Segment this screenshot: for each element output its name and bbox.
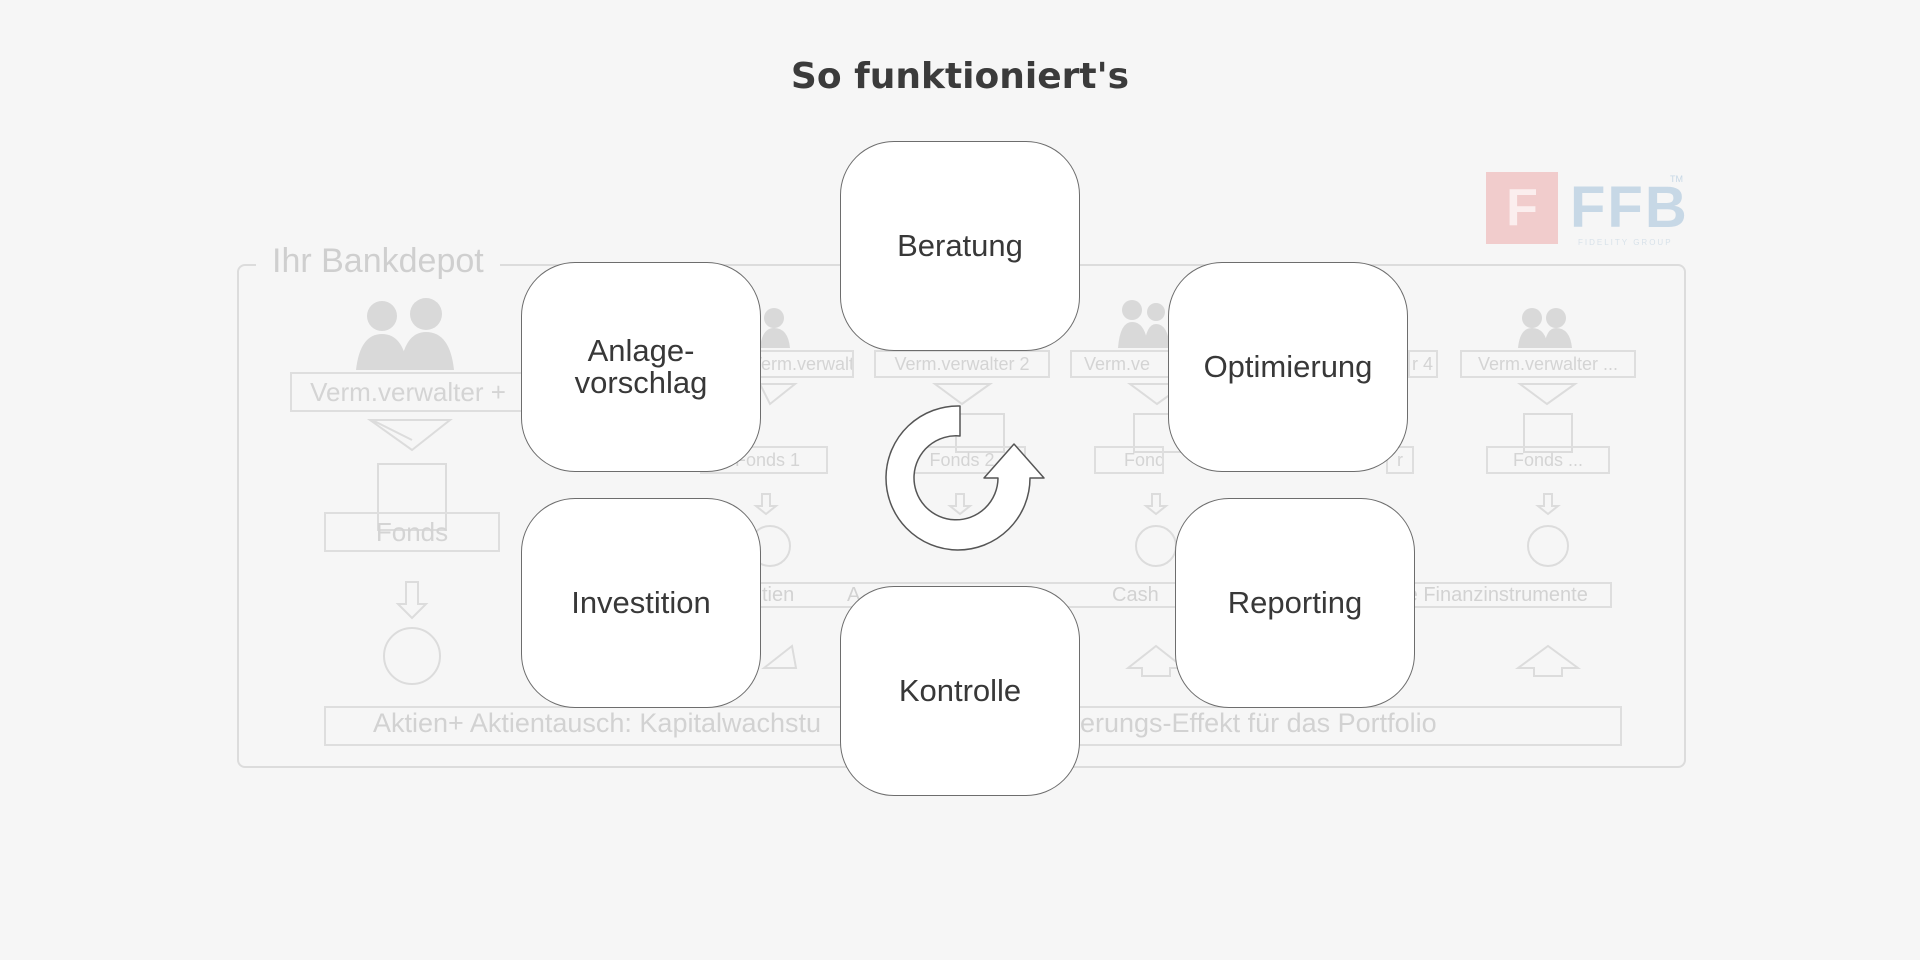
manager-box-3: Verm.ve <box>1070 350 1170 378</box>
asset-label-aktien: tien <box>762 584 795 606</box>
logo-mark-letter: F <box>1506 179 1538 237</box>
manager-box-5: Verm.verwalter ... <box>1460 350 1636 378</box>
manager-box-1: Verm.verwalter 1 <box>748 350 854 378</box>
manager-box-4: r 4 <box>1408 350 1438 378</box>
logo-mark: F <box>1486 172 1558 244</box>
step-beratung[interactable]: Beratung <box>840 141 1080 351</box>
people-icon <box>1118 300 1170 348</box>
people-icon <box>1518 308 1572 348</box>
manager-box-2: Verm.verwalter 2 <box>874 350 1050 378</box>
asset-label-cash: Cash <box>1112 584 1159 606</box>
ffb-logo: F FFB FIDELITY GROUP TM <box>1486 172 1689 252</box>
asset-label-finanzinstrumente: re Finanzinstrumente <box>1400 584 1588 606</box>
people-icon <box>760 308 790 348</box>
footer-text-right: erungs-Effekt für das Portfolio <box>1080 708 1437 738</box>
step-anlagevorschlag[interactable]: Anlage- vorschlag <box>521 262 761 472</box>
step-kontrolle[interactable]: Kontrolle <box>840 586 1080 796</box>
people-icon <box>356 298 454 370</box>
logo-text: FFB <box>1570 175 1689 240</box>
cycle-arrow-icon <box>885 405 1045 551</box>
logo-trademark: TM <box>1670 174 1683 184</box>
logo-subtitle: FIDELITY GROUP <box>1578 238 1673 247</box>
footer-text-left: Aktien+ Aktientausch: Kapitalwachstu <box>373 708 822 738</box>
page-title: So funktioniert's <box>790 56 1130 97</box>
step-investition[interactable]: Investition <box>521 498 761 708</box>
manager-box-main: Verm.verwalter + <box>290 372 526 412</box>
fonds-box-5: Fonds ... <box>1486 446 1610 474</box>
fonds-box-3: Fonds 3 <box>1094 446 1164 474</box>
fonds-box-main: Fonds <box>324 512 500 552</box>
step-reporting[interactable]: Reporting <box>1175 498 1415 708</box>
bank-depot-label: Ihr Bankdepot <box>256 242 500 281</box>
step-optimierung[interactable]: Optimierung <box>1168 262 1408 472</box>
